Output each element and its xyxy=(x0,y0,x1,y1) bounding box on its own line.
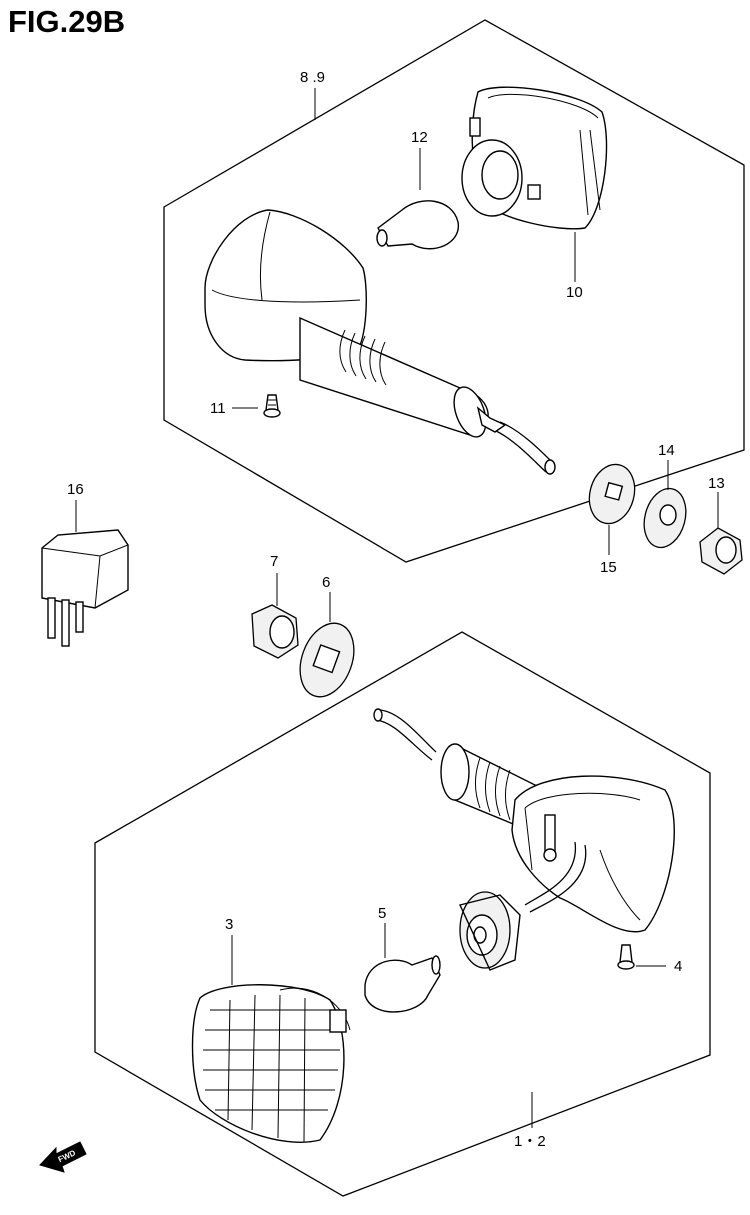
nut-13 xyxy=(699,527,743,575)
label-14: 14 xyxy=(658,442,675,459)
label-12: 12 xyxy=(411,129,428,146)
fwd-arrow-icon: FWD xyxy=(39,1141,87,1173)
label-11: 11 xyxy=(210,400,226,417)
label-7: 7 xyxy=(270,553,278,570)
label-6: 6 xyxy=(322,574,330,591)
label-8-9: 8 .9 xyxy=(300,69,325,86)
lower-assembly-outline xyxy=(94,631,711,1197)
label-3: 3 xyxy=(225,916,233,933)
upper-assembly-outline xyxy=(163,19,745,563)
relay-16 xyxy=(41,529,129,647)
bulb-5 xyxy=(364,955,441,1013)
screw-11 xyxy=(263,394,281,418)
label-10: 10 xyxy=(566,284,583,301)
label-13: 13 xyxy=(708,475,725,492)
lower-lamp-housing xyxy=(373,708,675,933)
collar-7 xyxy=(251,604,299,659)
plate-15 xyxy=(588,463,636,525)
label-5: 5 xyxy=(378,905,386,922)
washer-14 xyxy=(643,487,687,549)
lens-3 xyxy=(191,984,351,1143)
bulb-12 xyxy=(376,200,459,250)
grommet-6 xyxy=(299,622,355,698)
label-1-2: 1・2 xyxy=(514,1133,546,1150)
label-15: 15 xyxy=(600,559,617,576)
label-16: 16 xyxy=(67,481,84,498)
figure-title: FIG.29B xyxy=(8,4,126,39)
lower-socket xyxy=(459,891,521,971)
upper-lamp-housing xyxy=(204,209,556,475)
label-4: 4 xyxy=(674,958,682,975)
screw-4 xyxy=(617,944,635,970)
lens-10 xyxy=(461,86,608,230)
